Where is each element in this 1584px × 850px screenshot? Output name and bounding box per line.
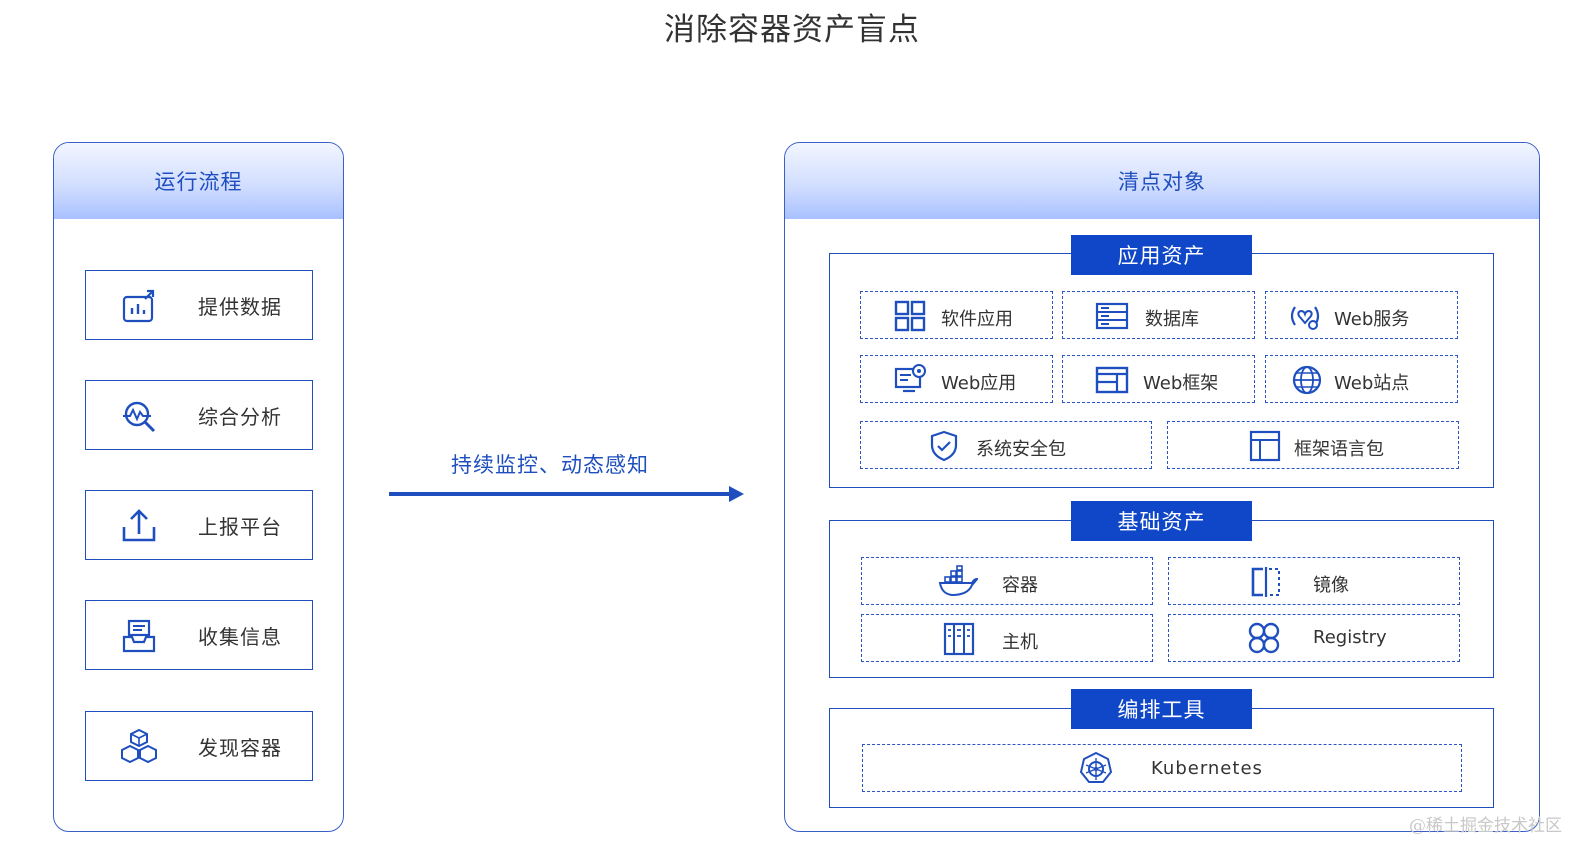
group-orchestration: Kubernetes [829, 708, 1494, 808]
flow-arrow-line [389, 492, 733, 496]
web-service-icon [1290, 306, 1320, 330]
step-label: 收集信息 [198, 625, 282, 649]
item-label: Web应用 [941, 373, 1017, 394]
cubes-icon [121, 728, 157, 764]
item-label: 系统安全包 [976, 439, 1066, 460]
docker-whale-icon [938, 565, 978, 597]
item-image: 镜像 [1168, 557, 1460, 605]
shield-check-icon [930, 430, 958, 462]
group-tag-orchestration: 编排工具 [1071, 689, 1252, 729]
item-registry: Registry [1168, 614, 1460, 662]
item-web-service: Web服务 [1265, 291, 1458, 339]
step-report: 上报平台 [85, 490, 313, 560]
step-provide-data: 提供数据 [85, 270, 313, 340]
group-app-assets: 软件应用 数据库 Web服务 [829, 253, 1494, 488]
layout-icon [1249, 430, 1281, 462]
mirror-image-icon [1251, 567, 1280, 597]
item-label: Registry [1313, 627, 1387, 648]
chart-upload-icon [122, 289, 155, 323]
item-system-security-pkg: 系统安全包 [860, 421, 1152, 469]
registry-clover-icon [1248, 622, 1280, 654]
inventory-panel: 清点对象 软件应用 数据库 [784, 142, 1540, 832]
inventory-panel-header: 清点对象 [785, 143, 1539, 219]
process-panel: 运行流程 提供数据 综合分析 上报平台 [53, 142, 344, 832]
item-container: 容器 [861, 557, 1153, 605]
step-label: 综合分析 [198, 405, 282, 429]
item-label: Web框架 [1143, 373, 1219, 394]
web-frame-icon [1095, 366, 1129, 394]
upload-icon [122, 509, 156, 542]
arrow-label: 持续监控、动态感知 [451, 453, 649, 477]
inbox-icon [122, 619, 156, 653]
item-host: 主机 [861, 614, 1153, 662]
server-rack-icon [943, 622, 975, 656]
database-list-icon [1095, 302, 1129, 330]
item-framework-lang-pkg: 框架语言包 [1167, 421, 1459, 469]
globe-icon [1292, 365, 1322, 395]
process-panel-header: 运行流程 [54, 143, 343, 219]
step-discover: 发现容器 [85, 711, 313, 781]
item-web-framework: Web框架 [1062, 355, 1255, 403]
item-software-app: 软件应用 [860, 291, 1053, 339]
grid-apps-icon [894, 300, 926, 332]
step-collect: 收集信息 [85, 600, 313, 670]
web-app-monitor-icon [894, 364, 926, 393]
item-label: 框架语言包 [1294, 439, 1384, 460]
step-analysis: 综合分析 [85, 380, 313, 450]
watermark: @稀土掘金技术社区 [1409, 816, 1562, 836]
item-label: Web站点 [1334, 373, 1410, 394]
item-database: 数据库 [1062, 291, 1255, 339]
item-label: 软件应用 [941, 309, 1013, 330]
step-label: 上报平台 [198, 515, 282, 539]
arrow-right-icon [729, 486, 744, 502]
step-label: 提供数据 [198, 295, 282, 319]
item-label: 镜像 [1313, 575, 1349, 596]
group-base-assets: 容器 镜像 主机 [829, 520, 1494, 678]
item-kubernetes: Kubernetes [862, 744, 1462, 792]
item-label: Web服务 [1334, 309, 1410, 330]
kubernetes-helm-icon [1079, 751, 1113, 783]
item-web-site: Web站点 [1265, 355, 1458, 403]
item-label: Kubernetes [1151, 758, 1263, 779]
item-web-app: Web应用 [860, 355, 1053, 403]
analysis-magnifier-icon [123, 401, 156, 433]
step-label: 发现容器 [198, 736, 282, 760]
item-label: 数据库 [1145, 309, 1199, 330]
page-title: 消除容器资产盲点 [664, 12, 920, 48]
item-label: 主机 [1002, 632, 1038, 653]
group-tag-base-assets: 基础资产 [1071, 501, 1252, 541]
group-tag-app-assets: 应用资产 [1071, 235, 1252, 275]
item-label: 容器 [1002, 575, 1038, 596]
